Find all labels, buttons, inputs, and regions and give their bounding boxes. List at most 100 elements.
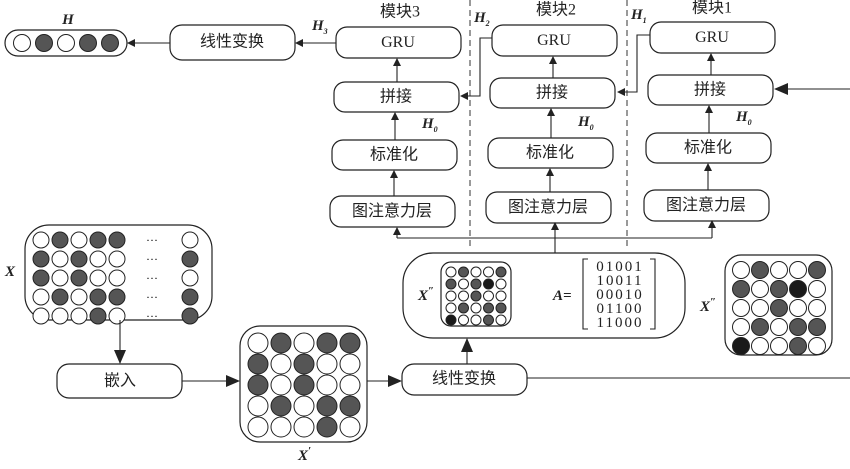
output-cells xyxy=(13,34,119,52)
grid-cell xyxy=(789,280,807,298)
grid-cell xyxy=(751,318,769,336)
grid-cell xyxy=(495,278,507,290)
grid-cell xyxy=(293,395,315,417)
grid-cell xyxy=(247,374,269,396)
grid-cell xyxy=(808,337,826,355)
grid-cell xyxy=(808,280,826,298)
ellipsis: ··· xyxy=(146,290,158,304)
graph-attention-label: 图注意力层 xyxy=(352,201,432,220)
grid-cell xyxy=(458,266,469,278)
grid-cell xyxy=(789,318,807,336)
input-grid-cells: ··············· xyxy=(32,231,199,325)
grid-cell xyxy=(445,314,457,326)
grid-cell xyxy=(495,266,507,278)
grid-cell xyxy=(339,395,361,417)
grid-cell xyxy=(770,261,788,279)
grid-cell xyxy=(458,278,469,290)
grid-cell xyxy=(108,269,126,287)
output-cell xyxy=(13,34,31,52)
grid-cell xyxy=(732,318,750,336)
grid-cell xyxy=(293,416,315,438)
grid-cell xyxy=(458,290,469,302)
grid-cell xyxy=(70,307,88,325)
grid-cell xyxy=(732,299,750,317)
bottom-linear-transform-label: 线性变换 xyxy=(432,370,496,388)
grid-cell xyxy=(247,395,269,417)
grid-cell xyxy=(789,261,807,279)
ellipsis: ··· xyxy=(146,309,158,323)
grid-cell xyxy=(445,302,457,314)
concat-label: 拼接 xyxy=(694,81,726,99)
grid-cell xyxy=(32,307,50,325)
grid-cell xyxy=(445,278,457,290)
graph-attention-label: 图注意力层 xyxy=(666,195,746,214)
grid-cell xyxy=(181,250,199,268)
matrix-row: 01001 xyxy=(596,259,644,275)
grid-cell xyxy=(316,395,338,417)
input-x-label: X xyxy=(4,264,16,280)
grid-cell xyxy=(470,302,482,314)
grid-cell xyxy=(89,231,107,249)
grid-cell xyxy=(270,332,292,354)
grid-cell xyxy=(51,288,69,306)
grid-cell xyxy=(751,337,769,355)
grid-cell xyxy=(181,288,199,306)
grid-cell xyxy=(339,416,361,438)
grid-cell xyxy=(316,332,338,354)
grid-cell xyxy=(32,288,50,306)
embedded-x-label: X′ xyxy=(297,445,311,464)
normalize-label: 标准化 xyxy=(684,139,732,157)
grid-cell xyxy=(732,261,750,279)
grid-cell xyxy=(89,269,107,287)
ellipsis: ··· xyxy=(146,252,158,266)
grid-cell xyxy=(751,261,769,279)
graph-attention-label: 图注意力层 xyxy=(508,197,588,216)
grid-cell xyxy=(483,290,494,302)
grid-cell xyxy=(470,314,482,326)
hidden-state-out-label: H3 xyxy=(311,18,328,36)
grid-cell xyxy=(483,278,494,290)
grid-cell xyxy=(789,299,807,317)
bottom-linear-transform-box xyxy=(401,363,528,396)
module-title: 模块2 xyxy=(536,1,576,19)
module-title: 模块1 xyxy=(692,0,732,17)
grid-cell xyxy=(808,318,826,336)
grid-cell xyxy=(70,269,88,287)
grid-cell xyxy=(316,353,338,375)
grid-cell xyxy=(270,353,292,375)
concat-label: 拼接 xyxy=(536,84,568,102)
module-title: 模块3 xyxy=(380,3,420,21)
h0-label: H0 xyxy=(735,109,752,127)
grid-cell xyxy=(32,250,50,268)
grid-cell xyxy=(70,231,88,249)
grid-cell xyxy=(495,290,507,302)
grid-cell xyxy=(70,250,88,268)
grid-cell xyxy=(32,269,50,287)
grid-cell xyxy=(808,299,826,317)
matrix-brackets xyxy=(582,258,656,330)
grid-cell xyxy=(32,231,50,249)
grid-cell xyxy=(770,337,788,355)
embedded-grid-cells xyxy=(247,332,361,438)
matrix-row: 11000 xyxy=(597,315,644,331)
grid-cell xyxy=(181,231,199,249)
top-linear-transform-label: 线性变换 xyxy=(200,33,264,51)
grid-cell xyxy=(339,353,361,375)
grid-cell xyxy=(316,374,338,396)
grid-cell xyxy=(789,337,807,355)
hidden-state-out-label: H2 xyxy=(473,10,490,28)
graph-attention-box xyxy=(485,191,612,224)
ellipsis: ··· xyxy=(146,233,158,247)
gru-label: GRU xyxy=(537,32,571,49)
grid-cell xyxy=(270,395,292,417)
grid-cell xyxy=(89,307,107,325)
grid-cell xyxy=(770,318,788,336)
output-cell xyxy=(101,34,119,52)
gru-label: GRU xyxy=(381,34,415,51)
grid-cell xyxy=(108,307,126,325)
grid-cell xyxy=(51,250,69,268)
grid-cell xyxy=(770,299,788,317)
grid-cell xyxy=(181,307,199,325)
